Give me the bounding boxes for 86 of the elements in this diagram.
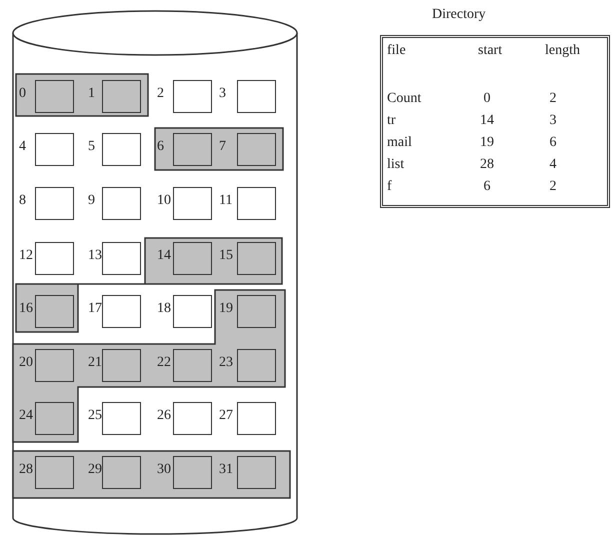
- block-number: 13: [88, 248, 102, 264]
- disk-block: [237, 456, 276, 489]
- block-number: 7: [219, 139, 226, 155]
- table-cell: 2: [550, 91, 556, 107]
- disk-block: [102, 133, 141, 166]
- disk-block: [102, 402, 141, 435]
- disk-block: [237, 402, 276, 435]
- disk-block: [173, 349, 212, 382]
- block-number: 0: [19, 86, 26, 102]
- block-number: 3: [219, 86, 226, 102]
- block-number: 30: [157, 462, 171, 478]
- disk-block: [35, 133, 74, 166]
- block-number: 21: [88, 355, 102, 371]
- block-number: 8: [19, 193, 26, 209]
- disk-block: [237, 295, 276, 328]
- block-number: 16: [19, 301, 33, 317]
- block-number: 27: [219, 408, 233, 424]
- table-cell: tr: [387, 113, 396, 129]
- block-number: 6: [157, 139, 164, 155]
- block-number: 24: [19, 408, 33, 424]
- disk-block: [35, 456, 74, 489]
- table-title: Directory: [432, 7, 486, 23]
- table-cell: 0: [484, 91, 490, 107]
- table-cell: list: [387, 157, 404, 173]
- table-cell: Count: [387, 91, 422, 107]
- block-number: 10: [157, 193, 171, 209]
- disk-block: [237, 187, 276, 220]
- disk-block: [102, 295, 141, 328]
- disk-block: [35, 242, 74, 275]
- table-cell: 28: [480, 157, 494, 173]
- disk-block: [102, 349, 141, 382]
- disk-block: [102, 242, 141, 275]
- block-number: 31: [219, 462, 233, 478]
- block-number: 28: [19, 462, 33, 478]
- block-number: 22: [157, 355, 171, 371]
- block-number: 11: [219, 193, 232, 209]
- block-number: 1: [88, 86, 95, 102]
- block-number: 23: [219, 355, 233, 371]
- table-cell: 4: [550, 157, 556, 173]
- disk-block: [35, 402, 74, 435]
- table-cell: 14: [480, 113, 494, 129]
- disk-block: [173, 133, 212, 166]
- block-number: 15: [219, 248, 233, 264]
- table-cell: 2: [550, 179, 556, 195]
- block-number: 4: [19, 139, 26, 155]
- disk-block: [173, 402, 212, 435]
- column-header: file: [387, 43, 406, 59]
- table-cell: f: [387, 179, 392, 195]
- disk-block: [102, 456, 141, 489]
- disk-block: [35, 295, 74, 328]
- disk-block: [173, 456, 212, 489]
- table-cell: 6: [484, 179, 490, 195]
- disk-block: [35, 80, 74, 113]
- file-extent-region: [16, 74, 148, 116]
- block-number: 19: [219, 301, 233, 317]
- file-extent-region: [13, 451, 290, 498]
- table-cell: 6: [550, 135, 556, 151]
- disk-block: [237, 242, 276, 275]
- disk-block: [173, 187, 212, 220]
- disk-block: [102, 80, 141, 113]
- disk-block: [237, 133, 276, 166]
- file-extent-region: [155, 128, 283, 170]
- disk-block: [173, 80, 212, 113]
- block-number: 12: [19, 248, 33, 264]
- block-number: 14: [157, 248, 171, 264]
- block-number: 20: [19, 355, 33, 371]
- block-number: 25: [88, 408, 102, 424]
- column-header: length: [545, 43, 580, 59]
- disk-block: [102, 187, 141, 220]
- table-cell: mail: [387, 135, 412, 151]
- block-number: 18: [157, 301, 171, 317]
- block-number: 9: [88, 193, 95, 209]
- block-number: 2: [157, 86, 164, 102]
- disk-block: [35, 187, 74, 220]
- disk-block: [237, 80, 276, 113]
- block-number: 26: [157, 408, 171, 424]
- column-header: start: [478, 43, 502, 59]
- disk-block: [173, 295, 212, 328]
- block-number: 29: [88, 462, 102, 478]
- disk-block: [237, 349, 276, 382]
- disk-block: [35, 349, 74, 382]
- table-cell: 19: [480, 135, 494, 151]
- table-cell: 3: [550, 113, 556, 129]
- disk-block: [173, 242, 212, 275]
- block-number: 17: [88, 301, 102, 317]
- block-number: 5: [88, 139, 95, 155]
